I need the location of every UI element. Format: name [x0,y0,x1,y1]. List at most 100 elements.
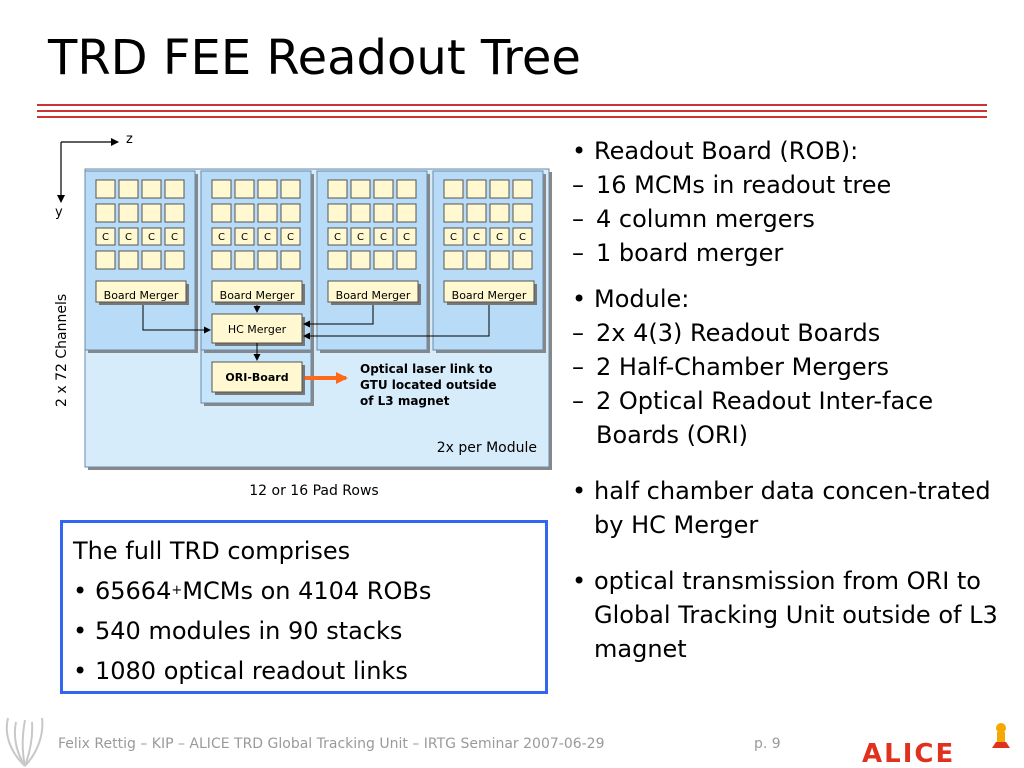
mcm-chip [95,203,116,223]
optical-link-line-3: of L3 magnet [360,394,450,408]
alice-logo: ALICE [862,723,1010,766]
column-merger-label: C [218,232,225,243]
mcm-chip [512,250,533,270]
column-merger-label: C [125,232,132,243]
title-rule [37,116,987,118]
column-merger-label: C [171,232,178,243]
mcm-chip [164,203,185,223]
column-merger-mcm [257,227,278,246]
mcm-chip [327,179,348,199]
mcm-chip [280,203,301,223]
column-merger-mcm [373,227,394,246]
column-merger-label: C [241,232,248,243]
sub-list-readout-board: –16 MCMs in readout tree –4 column merge… [572,168,1002,270]
ori-board-label: ORI-Board [225,371,288,384]
mcm-chip [257,203,278,223]
mcm-chip [489,203,510,223]
column-merger-mcm [164,227,185,246]
mcm-chip [466,250,487,270]
column-merger-mcm [350,227,371,246]
mcm-chip [466,203,487,223]
sub-item: –16 MCMs in readout tree [572,171,892,199]
board-merger-label: Board Merger [336,289,411,302]
mcm-chip [234,250,255,270]
mcm-chip [350,250,371,270]
optical-link-line-2: GTU located outside [360,378,496,392]
mcm-chip [118,250,139,270]
mcm-chip [443,203,464,223]
sub-list-module: –2x 4(3) Readout Boards –2 Half-Chamber … [572,316,1002,452]
mcm-chip [95,179,116,199]
bullet-marker: • [572,137,587,165]
mcm-chip [350,203,371,223]
bullet-list: • Readout Board (ROB): –16 MCMs in reado… [572,134,1002,666]
column-merger-label: C [403,232,410,243]
board-merger-2: Board Merger [211,280,305,305]
bullet-readout-board: • Readout Board (ROB): [572,134,1002,168]
mcm-chip [211,179,232,199]
column-merger-mcm [234,227,255,246]
page-title: TRD FEE Readout Tree [48,30,581,86]
sub-item: –2 Half-Chamber Mergers [572,353,889,381]
summary-box: The full TRD comprises • 65664+ MCMs on … [60,520,548,694]
per-module-label: 2x per Module [437,440,537,456]
column-merger-label: C [148,232,155,243]
mcm-chip [141,250,162,270]
summary-heading: The full TRD comprises [73,537,351,565]
summary-item-links: •1080 optical readout links [73,657,408,685]
alice-logo-text: ALICE [862,739,955,766]
mcm-chip [373,250,394,270]
column-merger-mcm [280,227,301,246]
column-merger-label: C [519,232,526,243]
column-merger-mcm [327,227,348,246]
column-merger-mcm [118,227,139,246]
hc-merger-label: HC Merger [228,323,287,336]
mcm-chip [95,250,116,270]
bullet-module: • Module: [572,282,1002,316]
board-merger-3: Board Merger [327,280,421,305]
connector-rob1-to-hc [142,305,211,334]
page-number: p. 9 [754,736,781,752]
sub-item: –2x 4(3) Readout Boards [572,319,881,347]
mcm-chip [211,203,232,223]
board-merger-label: Board Merger [452,289,527,302]
mcm-chip [443,179,464,199]
column-merger-mcm [396,227,417,246]
footer-text: Felix Rettig – KIP – ALICE TRD Global Tr… [58,736,605,752]
column-merger-label: C [357,232,364,243]
column-merger-mcm [211,227,232,246]
column-merger-mcm [443,227,464,246]
kip-logo [5,717,44,767]
connector-rob4-to-hc [303,305,490,340]
bullet-marker: • [572,567,587,595]
mcm-chip [489,250,510,270]
board-merger-label: Board Merger [220,289,295,302]
bullet-marker: • [572,285,587,313]
mcm-chip [373,203,394,223]
column-merger-label: C [334,232,341,243]
mcm-chip [373,179,394,199]
column-merger-mcm [512,227,533,246]
summary-item-mcms: • 65664+ MCMs on 4104 ROBs [73,577,432,605]
title-rule [37,110,987,112]
mcm-chip [257,250,278,270]
channels-label: 2 x 72 Channels [54,294,70,407]
mcm-chip [489,179,510,199]
sub-item: –1 board merger [572,239,784,267]
bullet-hc-merger: • half chamber data concen-trated by HC … [572,474,1002,542]
column-merger-mcm [466,227,487,246]
mcm-chip [141,203,162,223]
mcm-chip [327,203,348,223]
mcm-chip [512,203,533,223]
column-merger-label: C [496,232,503,243]
mcm-chip [280,179,301,199]
bullet-optical-transmission: • optical transmission from ORI to Globa… [572,564,1002,666]
mcm-chip [118,203,139,223]
mcm-chip [141,179,162,199]
hc-merger: HC Merger [211,313,305,346]
optical-link-line-1: Optical laser link to [360,362,493,376]
mcm-chip [512,179,533,199]
column-merger-label: C [102,232,109,243]
mcm-chip [396,179,417,199]
